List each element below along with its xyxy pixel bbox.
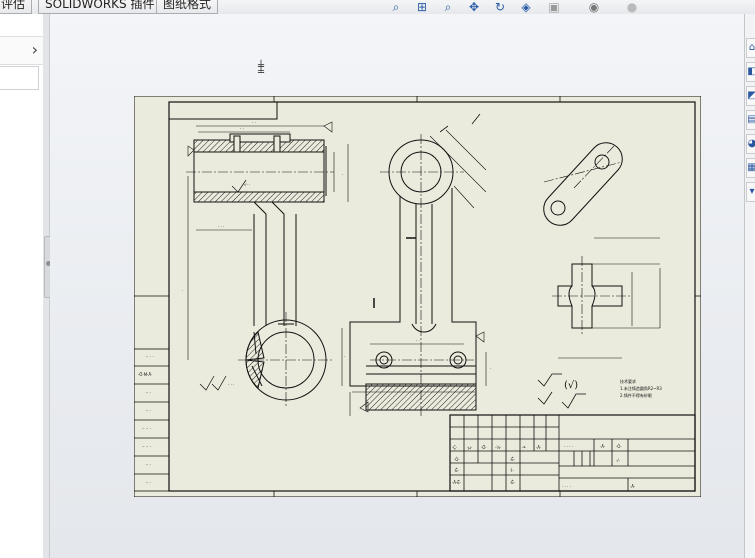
svg-text:·µ·: ·µ·: [467, 445, 472, 450]
svg-text:·· ·· ·: ·· ·· ·: [142, 426, 151, 431]
note-title: 技术要求: [620, 378, 636, 384]
panel-expand-row[interactable]: ›: [0, 36, 43, 65]
drawing-frame: [168, 101, 696, 492]
left-revision-column: [134, 348, 170, 492]
title-block: [449, 414, 696, 492]
zoom-to-fit-icon[interactable]: ⌕: [392, 0, 400, 14]
svg-text:· · · ·: · · · ·: [562, 484, 571, 489]
note-2: 2.铸件不得有砂眼: [620, 392, 652, 398]
display-style-icon[interactable]: ▣: [548, 0, 560, 14]
sheet-border: [134, 96, 701, 497]
design-library-icon[interactable]: ◩: [746, 86, 755, 106]
svg-text:·Ì·: ·Ì·: [510, 468, 514, 473]
tab-sheet-format[interactable]: 图纸格式: [156, 0, 219, 14]
svg-text:· ·: · ·: [410, 392, 414, 397]
menu-bar: 评估 SOLIDWORKS 插件 图纸格式 ⌕ ⊞ ⌕ ✥ ↻ ◈ ▣ ◉ ●: [0, 0, 755, 14]
home-icon[interactable]: ⌂: [746, 38, 755, 58]
svg-text:·: ·: [182, 288, 183, 293]
zone-marks: [134, 96, 701, 497]
technical-notes: 技术要求 1.未注铸造圆角R2~R3 2.铸件不得有砂眼: [620, 378, 662, 398]
svg-text:· ·: · ·: [416, 338, 420, 343]
svg-text:· · ·: · · ·: [218, 224, 224, 229]
hide-show-icon[interactable]: ◉: [588, 0, 600, 14]
chevron-right-icon[interactable]: ›: [31, 40, 38, 59]
svg-text:·Ä·Ë·: ·Ä·Ë·: [452, 480, 461, 485]
tab-evaluate[interactable]: 评估: [0, 0, 33, 14]
zoom-in-out-icon[interactable]: ⌕: [444, 0, 452, 14]
roughness-symbols: [537, 373, 586, 409]
note-1: 1.未注铸造圆角R2~R3: [620, 385, 662, 391]
appearance-icon[interactable]: ●: [626, 0, 638, 14]
cursor-icon: ╪═: [258, 61, 265, 78]
svg-text:·¼·: ·¼·: [495, 445, 501, 450]
appearances-icon[interactable]: ◕: [746, 134, 755, 154]
svg-text:·· · ·: ·· · ·: [146, 354, 154, 359]
task-pane-strip: ⌂ ◧ ◩ ▤ ◕ ▦ ▾: [744, 14, 755, 558]
svg-text:·Ä·: ·Ä·: [536, 445, 541, 450]
rotate-icon[interactable]: ↻: [494, 0, 506, 14]
svg-text:· · ·: · · ·: [228, 382, 234, 387]
svg-text:·· ·: ·· ·: [146, 462, 151, 467]
part-icon[interactable]: ◧: [746, 62, 755, 82]
front-view: [186, 121, 349, 408]
svg-text:·Ê·: ·Ê·: [454, 468, 459, 473]
grip-dot-icon: [46, 261, 51, 266]
svg-text:·Ö·M·Ä·: ·Ö·M·Ä·: [138, 372, 152, 377]
aux-view: [543, 142, 623, 226]
svg-text:·Ä·: ·Ä·: [630, 484, 635, 489]
svg-text:·Ò·: ·Ò·: [616, 444, 622, 449]
svg-text:·Ä·: ·Ä·: [600, 444, 605, 449]
view-setting-icon[interactable]: ◈: [521, 0, 531, 14]
svg-text:·Ê·: ·Ê·: [510, 480, 515, 485]
svg-text:· · · ·: · · · ·: [564, 444, 573, 449]
panel-filter-input[interactable]: [0, 66, 39, 90]
file-explorer-icon[interactable]: ▤: [746, 110, 755, 130]
svg-text:·ª·: ·ª·: [522, 445, 526, 450]
roughness-label: (√): [564, 380, 578, 391]
top-label-box: [168, 101, 278, 120]
pan-icon[interactable]: ✥: [468, 0, 480, 14]
svg-text:·· ·: ·· ·: [146, 408, 151, 413]
svg-text:·Ê·: ·Ê·: [510, 457, 515, 462]
tab-sheet-format-label: 图纸格式: [163, 0, 212, 11]
svg-text:·: ·: [420, 374, 421, 379]
tab-solidworks-addins-label: SOLIDWORKS 插件: [45, 0, 155, 11]
forum-icon[interactable]: ▾: [746, 182, 755, 202]
svg-text:√· ·: √· ·: [244, 182, 250, 187]
svg-text:·: ·: [490, 366, 491, 371]
feature-manager-panel: ›: [0, 14, 44, 558]
svg-text:·Ò·: ·Ò·: [454, 457, 460, 462]
svg-text:· ·: · ·: [240, 126, 244, 131]
svg-text:·/·: ·/·: [616, 458, 620, 463]
cross-section: [552, 237, 661, 359]
tab-evaluate-label: 评估: [1, 0, 26, 11]
drawing-sheet[interactable]: ·· · ··Ö·M·Ä··· · ·· ··· ·· ··· ·· · ·· …: [134, 96, 701, 497]
svg-text:·· ·· ·: ·· ·· ·: [142, 444, 151, 449]
custom-properties-icon[interactable]: ▦: [746, 158, 755, 178]
svg-text:·Ç·: ·Ç·: [452, 445, 457, 450]
svg-text:·· ·: ·· ·: [146, 390, 151, 395]
svg-text:·Ö·: ·Ö·: [481, 445, 487, 450]
svg-text:· ·: · ·: [252, 120, 256, 125]
svg-text:·: ·: [344, 354, 345, 359]
zoom-area-icon[interactable]: ⊞: [416, 0, 428, 14]
svg-text:·: ·: [342, 172, 343, 177]
svg-text:·· ·: ·· ·: [146, 480, 151, 485]
side-view: [341, 113, 487, 416]
tab-solidworks-addins[interactable]: SOLIDWORKS 插件: [38, 0, 162, 14]
